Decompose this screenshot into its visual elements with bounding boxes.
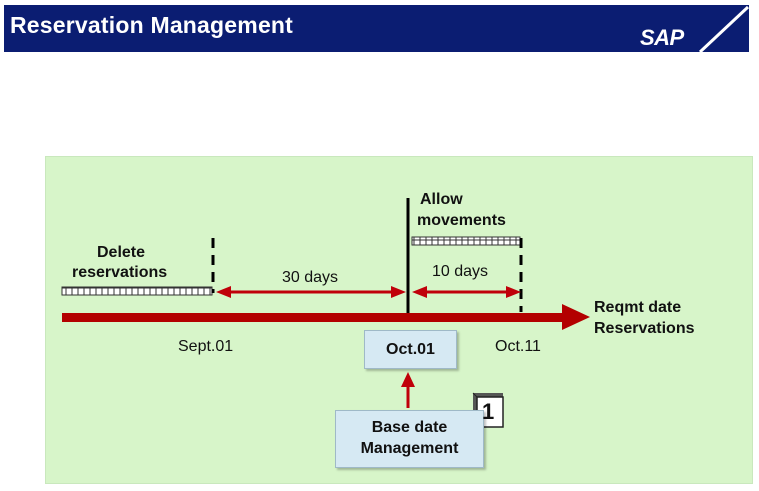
- timeline-axis: [62, 313, 567, 322]
- delete-label-line2: reservations: [72, 264, 168, 281]
- date-oct11: Oct.11: [495, 338, 541, 355]
- allow-label-line1: Allow: [420, 191, 463, 208]
- delete-period-bar: [61, 286, 213, 296]
- title-bar: [4, 5, 749, 52]
- page-title: Reservation Management: [10, 12, 294, 38]
- axis-label-line1: Reqmt date: [594, 299, 682, 316]
- interval-30-label: 30 days: [282, 269, 339, 286]
- allow-label-line2: movements: [417, 212, 506, 229]
- interval-10-label: 10 days: [432, 263, 489, 280]
- timeline-arrowhead: [562, 304, 590, 330]
- calendar-number: 1: [482, 399, 495, 424]
- base-date-arrowhead: [401, 372, 415, 387]
- sap-logo: SAP: [640, 25, 684, 50]
- base-date-box: Base date Management: [335, 410, 484, 468]
- interval-30-arrowhead-left: [216, 286, 231, 298]
- axis-label-line2: Reservations: [594, 320, 695, 337]
- date-sept01: Sept.01: [178, 338, 234, 355]
- base-box-line1: Base date: [371, 419, 448, 436]
- interval-30-arrowhead-right: [391, 286, 406, 298]
- base-box-line2: Management: [360, 440, 459, 457]
- delete-label-line1: Delete: [97, 244, 146, 261]
- oct01-box: Oct.01: [364, 330, 457, 369]
- allow-period-bar: [411, 236, 521, 246]
- interval-10-arrowhead-right: [506, 286, 521, 298]
- date-oct01: Oct.01: [386, 341, 435, 358]
- interval-10-arrowhead-left: [412, 286, 427, 298]
